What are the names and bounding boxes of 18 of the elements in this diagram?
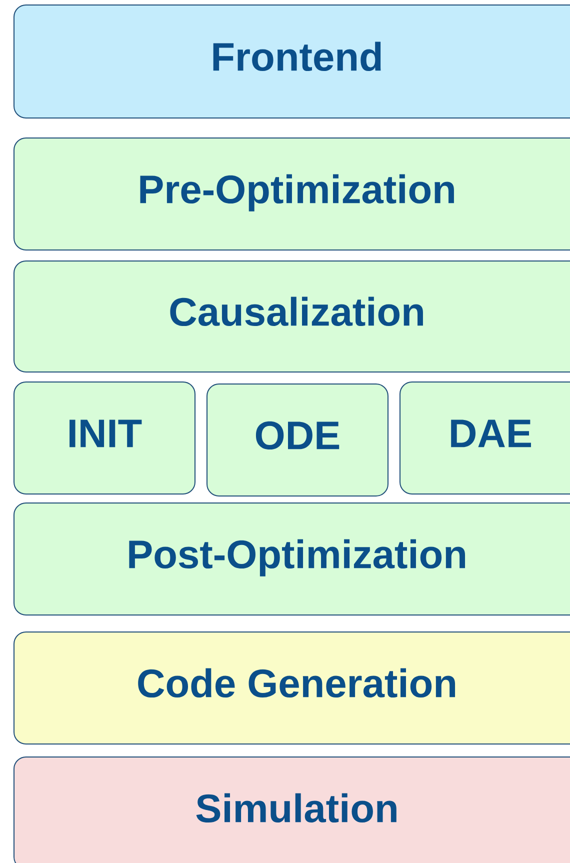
stage-box bbox=[14, 4, 570, 118]
stage-label: DAE bbox=[451, 420, 531, 448]
stage-box bbox=[400, 382, 570, 494]
stage-label: Post-Optimization bbox=[129, 539, 466, 576]
stage-box bbox=[14, 260, 570, 372]
stage-label: Causalization bbox=[170, 296, 423, 326]
stage-label: ODE bbox=[256, 421, 340, 450]
stage-box bbox=[14, 138, 570, 250]
stage-box bbox=[14, 502, 570, 616]
stage-label: Frontend bbox=[213, 42, 381, 72]
stage-label: Code Generation bbox=[138, 668, 456, 698]
stage-box bbox=[14, 382, 196, 494]
stage-box bbox=[14, 756, 570, 863]
stage-label: Pre-Optimization bbox=[140, 174, 454, 212]
stage-label: INIT bbox=[70, 420, 142, 448]
stage-label: Simulation bbox=[196, 793, 396, 823]
stage-box bbox=[14, 632, 570, 744]
stage-box bbox=[206, 384, 388, 496]
